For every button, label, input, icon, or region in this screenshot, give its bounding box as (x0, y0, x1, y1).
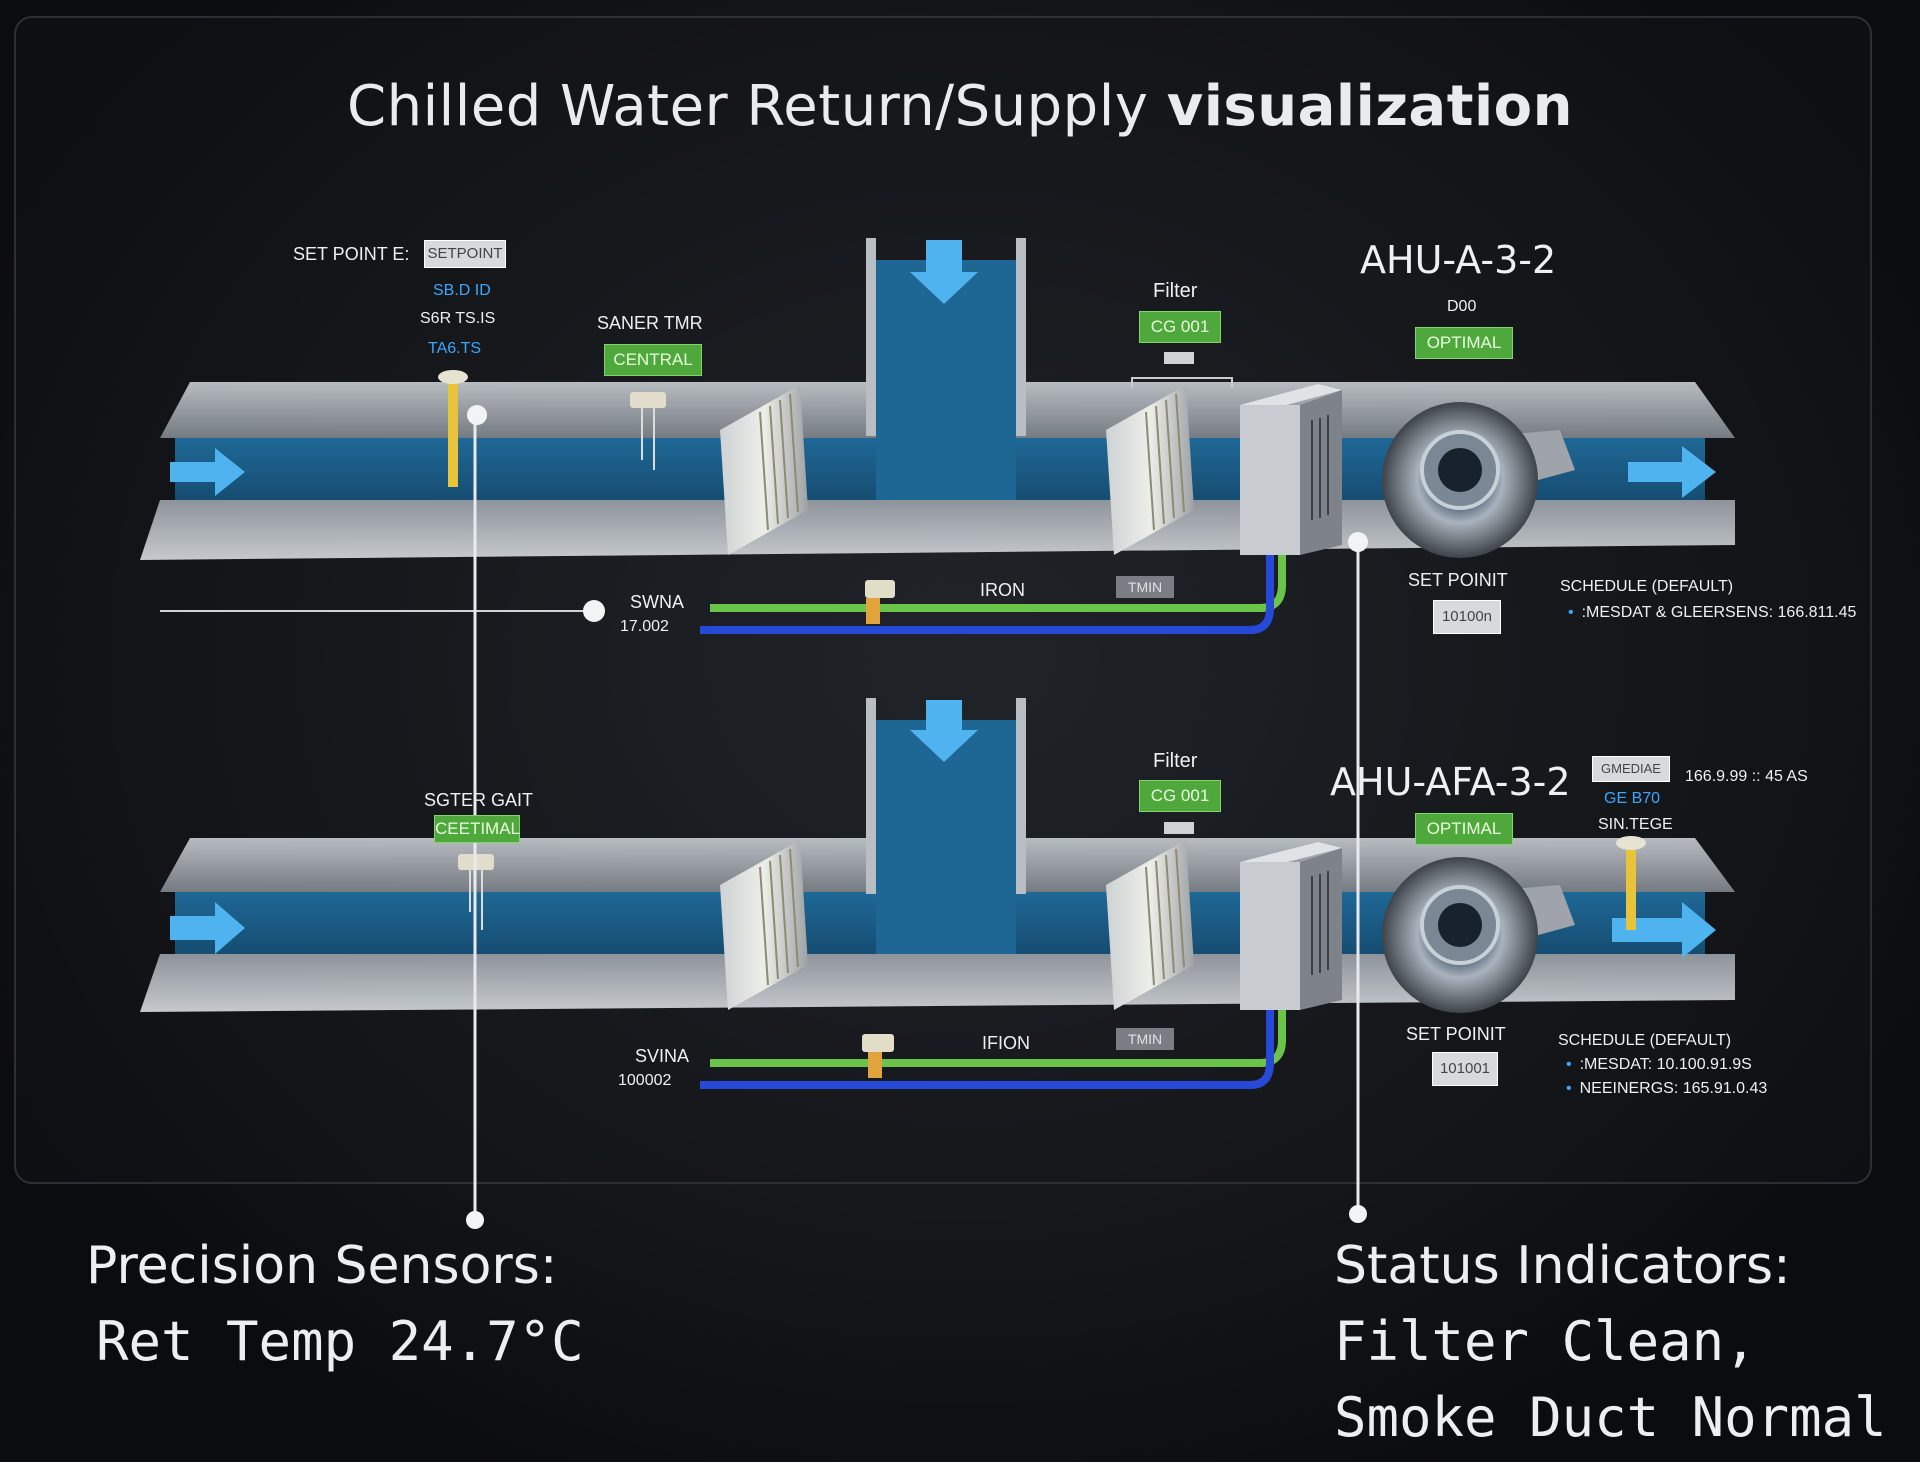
callout-left-title: Precision Sensors: (86, 1236, 558, 1296)
title-bold: visualization (1166, 74, 1573, 139)
intake-bottom-wall-left (866, 698, 876, 894)
filter-indicator-top (1164, 352, 1194, 364)
cooling-coil-top-2-icon (1106, 385, 1194, 555)
schedule-item-top-1: •:MESDAT & GLEERSENS: 166.811.45 (1568, 604, 1857, 621)
sensor-status-top: CENTRAL (604, 344, 702, 376)
cooling-coil-bottom-1-icon (720, 840, 808, 1010)
ahu-unit-top (140, 238, 1735, 634)
ahu-status-bottom: OPTIMAL (1415, 813, 1513, 845)
supply-pipe-bottom (710, 1010, 1286, 1067)
supply-fan-bottom-icon (1382, 857, 1575, 1013)
schedule-title-bottom: SCHEDULE (DEFAULT) (1558, 1032, 1732, 1049)
schedule-item-bottom-2: •NEEINERGS: 165.91.0.43 (1566, 1080, 1768, 1097)
filter-code-top: CG 001 (1139, 311, 1221, 343)
ahu-unit-bottom (140, 698, 1735, 1089)
side-tag-bottom: GMEDIAE (1592, 756, 1670, 782)
intake-top-down-arrow (910, 240, 978, 304)
ahu-sub-top: D00 (1447, 298, 1477, 315)
leader-dot-top (583, 600, 605, 622)
intake-bottom-down-arrow (910, 700, 978, 762)
pipe-tag-bottom: TMIN (1116, 1028, 1174, 1050)
valve-top-icon (865, 580, 895, 624)
schedule-top: SCHEDULE (DEFAULT) •:MESDAT & GLEERSENS:… (1560, 578, 1856, 622)
callout-dot-right-top (1348, 532, 1368, 552)
intake-bottom-wall-right (1016, 698, 1026, 894)
filter-label-top: Filter (1153, 280, 1198, 302)
valve-value-top: 17.002 (620, 618, 669, 635)
page-title: Chilled Water Return/Supply visualizatio… (0, 74, 1920, 139)
ahu-name-bottom: AHU-AFA-3-2 (1330, 760, 1571, 804)
sensor-label-top: SANER TMR (597, 313, 703, 333)
setpoint2-value-bottom: 101001 (1432, 1052, 1498, 1086)
intake-top-wall-right (1016, 238, 1026, 436)
return-pipe-top (700, 555, 1274, 634)
supply-pipe-top (710, 555, 1286, 612)
side-value-bottom: 166.9.99 :: 45 AS (1685, 768, 1808, 785)
sensor-reading-blue-1: SB.D ID (433, 282, 491, 299)
callout-right-line1: Filter Clean, (1334, 1310, 1757, 1373)
sensor-reading-blue-2: TA6.TS (428, 340, 482, 357)
pipe-tag-top: TMIN (1116, 576, 1174, 598)
filter-cabinet-bottom-icon (1240, 842, 1342, 1010)
inlet-arrow-bottom (170, 902, 245, 954)
cooling-coil-top-1-icon (720, 385, 808, 555)
schedule-bottom: SCHEDULE (DEFAULT) •:MESDAT: 10.100.91.9… (1558, 1032, 1767, 1098)
callout-dot-left-bottom (466, 1211, 484, 1229)
cooling-coil-bottom-2-icon (1106, 840, 1194, 1010)
schedule-title-top: SCHEDULE (DEFAULT) (1560, 578, 1734, 595)
side-blue-2-bottom: SIN.TEGE (1598, 816, 1673, 833)
callout-right-title: Status Indicators: (1334, 1236, 1791, 1296)
filter-cabinet-top-icon (1240, 384, 1342, 555)
outlet-arrow-top (1628, 446, 1716, 498)
temp-sensor-top-icon (438, 370, 468, 487)
side-blue-1-bottom: GE B70 (1604, 790, 1661, 807)
setpoint2-label-top: SET POINIT (1408, 570, 1508, 590)
filter-indicator-bottom (1164, 822, 1194, 834)
setpoint-value-top: SETPOINT (424, 240, 506, 268)
setpoint2-value-top: 10100n (1433, 600, 1501, 634)
valve-label-bottom: SVINA (635, 1046, 690, 1066)
outlet-arrow-bottom (1612, 902, 1716, 958)
sensor-label-bottom: SGTER GAIT (424, 790, 534, 810)
intake-top-wall-left (866, 238, 876, 436)
pipe-label-bottom: IFION (982, 1033, 1030, 1053)
callout-left-value: Ret Temp 24.7°C (96, 1310, 584, 1373)
filter-code-bottom: CG 001 (1139, 780, 1221, 812)
valve-label-top: SWNA (630, 592, 684, 612)
valve-value-bottom: 100002 (618, 1072, 672, 1089)
inlet-arrow-top (170, 448, 245, 496)
valve-bottom-icon (862, 1034, 894, 1078)
supply-fan-top-icon (1382, 402, 1575, 558)
callout-dot-left-top (467, 405, 487, 425)
sensor-reading-white: S6R TS.IS (420, 310, 496, 327)
schedule-item-bottom-1: •:MESDAT: 10.100.91.9S (1566, 1056, 1752, 1073)
setpoint-label-top: SET POINT E: (293, 244, 410, 264)
filter-bracket-top (1131, 377, 1233, 388)
sensor-status-bottom: CEETIMAL (434, 815, 520, 843)
ahu-name-top: AHU-A-3-2 (1360, 238, 1557, 282)
humidity-sensor-top-icon (630, 392, 666, 470)
temp-sensor-bottom-icon (1616, 836, 1646, 930)
setpoint2-label-bottom: SET POINIT (1406, 1024, 1506, 1044)
callout-right-line2: Smoke Duct Normal (1334, 1386, 1887, 1449)
pipe-label-top: IRON (980, 580, 1025, 600)
callout-dot-right-bottom (1349, 1205, 1367, 1223)
filter-label-bottom: Filter (1153, 750, 1198, 772)
title-regular: Chilled Water Return/Supply (346, 74, 1167, 139)
ahu-status-top: OPTIMAL (1415, 327, 1513, 359)
return-pipe-bottom (700, 1010, 1274, 1089)
